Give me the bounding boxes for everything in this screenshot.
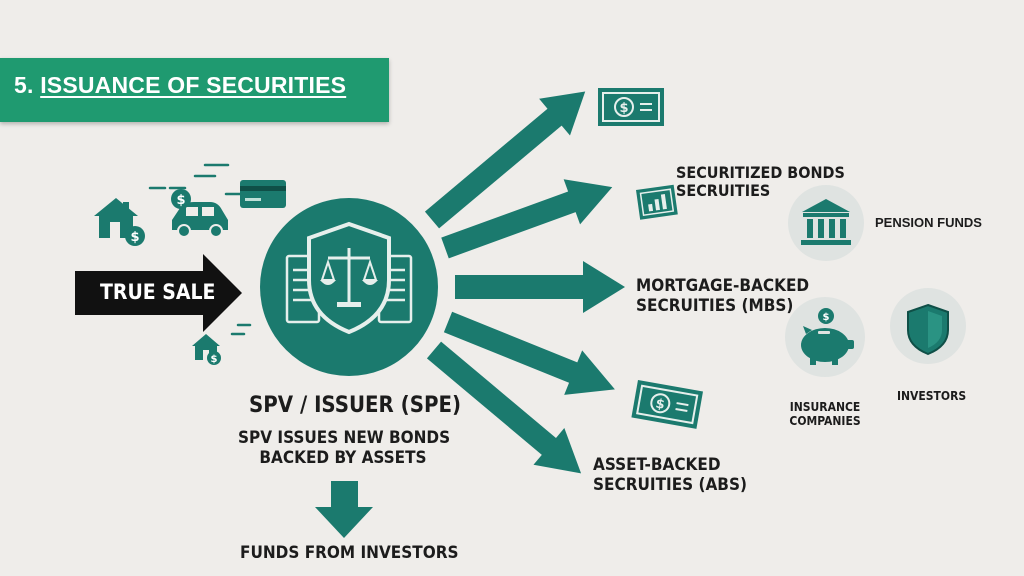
investors-label: INVESTORS bbox=[897, 389, 967, 403]
dollar-coin-icon: $ bbox=[171, 189, 191, 209]
bond-certificate-icon bbox=[636, 184, 678, 220]
dollar-coin-icon: $ bbox=[125, 226, 145, 246]
mbs-line1: MORTGAGE-BACKED bbox=[636, 276, 810, 296]
insurance-line1: INSURANCE bbox=[789, 400, 861, 414]
spv-circle bbox=[260, 198, 438, 376]
section-title: 5. ISSUANCE OF SECURITIES bbox=[14, 72, 346, 99]
mbs-line2: SECRUITIES (MBS) bbox=[636, 295, 794, 316]
mbs-label: MORTGAGE-BACKED SECRUITIES (MBS) bbox=[636, 276, 810, 316]
spv-description: SPV ISSUES NEW BONDS BACKED BY ASSETS bbox=[238, 428, 451, 468]
securitized-bonds-line1: SECURITIZED BONDS bbox=[676, 163, 845, 182]
spv-title: SPV / ISSUER (SPE) bbox=[249, 393, 462, 418]
dollar-coin-icon: $ bbox=[207, 351, 221, 365]
abs-line1: ASSET-BACKED bbox=[593, 455, 721, 475]
section-banner: 5. ISSUANCE OF SECURITIES bbox=[0, 58, 389, 122]
svg-text:$: $ bbox=[176, 193, 185, 208]
svg-text:$: $ bbox=[654, 397, 666, 413]
insurance-companies-label: INSURANCE COMPANIES bbox=[775, 400, 875, 429]
banknote-icon: $ bbox=[598, 88, 664, 126]
abs-line2: SECRUITIES (ABS) bbox=[593, 474, 747, 495]
credit-card-icon bbox=[240, 180, 286, 208]
piggy-bank-icon: $ bbox=[785, 297, 865, 377]
abs-label: ASSET-BACKED SECRUITIES (ABS) bbox=[593, 455, 747, 495]
car-icon bbox=[172, 202, 228, 238]
banknote-icon: $ bbox=[631, 380, 703, 429]
true-sale-arrow bbox=[75, 254, 242, 332]
issuance-arrows bbox=[424, 91, 625, 474]
spv-description-line1: SPV ISSUES NEW BONDS bbox=[238, 428, 451, 448]
house-icon bbox=[94, 198, 138, 238]
svg-text:$: $ bbox=[211, 354, 218, 365]
securitized-bonds-label: SECURITIZED BONDS SECRUITIES bbox=[676, 163, 845, 201]
speed-lines bbox=[148, 163, 252, 336]
section-title-text: ISSUANCE OF SECURITIES bbox=[40, 72, 347, 98]
svg-text:$: $ bbox=[823, 312, 830, 323]
true-sale-label: TRUE SALE bbox=[100, 280, 216, 304]
bank-icon bbox=[788, 185, 864, 261]
svg-text:$: $ bbox=[619, 101, 628, 116]
shield-icon bbox=[890, 288, 966, 364]
svg-text:$: $ bbox=[130, 230, 139, 245]
spv-description-line2: BACKED BY ASSETS bbox=[259, 447, 427, 468]
insurance-line2: COMPANIES bbox=[789, 413, 861, 428]
securitized-bonds-line2: SECRUITIES bbox=[676, 181, 771, 201]
pension-funds-label: PENSION FUNDS bbox=[875, 215, 982, 230]
funds-down-arrow bbox=[315, 481, 373, 538]
funds-from-investors-label: FUNDS FROM INVESTORS bbox=[240, 543, 459, 563]
shield-scales-icon bbox=[307, 221, 391, 335]
section-number: 5. bbox=[14, 72, 34, 98]
